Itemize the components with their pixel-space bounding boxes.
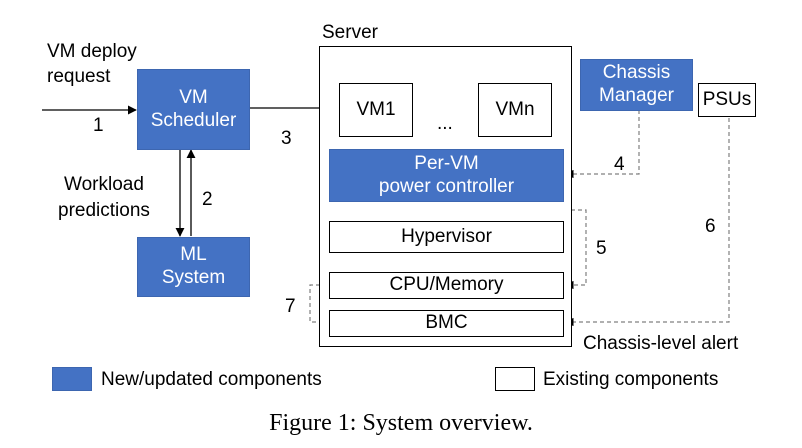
vmn-label: VMn xyxy=(495,98,535,120)
step-5-label: 5 xyxy=(596,238,607,259)
bmc-label: BMC xyxy=(425,312,468,334)
step-6-label: 6 xyxy=(705,216,716,237)
chassis-alert-label: Chassis-level alert xyxy=(583,333,739,354)
legend-new-swatch xyxy=(52,367,92,391)
cpu-memory-label: CPU/Memory xyxy=(389,274,504,296)
step-2-label: 2 xyxy=(202,189,213,210)
workload-label-line1: Workload xyxy=(64,174,144,195)
psus-label: PSUs xyxy=(702,88,752,110)
legend-existing-swatch xyxy=(495,367,535,391)
step-7-label: 7 xyxy=(285,296,296,317)
arrow-psus-to-bmc xyxy=(565,118,730,327)
server-title: Server xyxy=(322,22,378,43)
legend-existing-label: Existing components xyxy=(543,369,719,390)
vm-scheduler-line1: VM xyxy=(179,86,208,108)
ml-system-line2: System xyxy=(161,267,226,288)
cpu-memory-box: CPU/Memory xyxy=(329,272,564,299)
arrow-chassis-to-controller xyxy=(565,110,640,179)
vm1-box: VM1 xyxy=(339,83,413,137)
hypervisor-box: Hypervisor xyxy=(329,221,564,253)
vm-deploy-label-line1: VM deploy xyxy=(47,41,137,62)
step-1-label: 1 xyxy=(93,115,104,136)
power-controller-line1: Per-VM xyxy=(414,152,479,174)
arrow-controller-to-cpu xyxy=(445,202,587,290)
vm-scheduler-box: VM Scheduler xyxy=(137,69,250,150)
step-4-label: 4 xyxy=(614,154,625,175)
vmn-box: VMn xyxy=(478,83,552,137)
bmc-box: BMC xyxy=(329,310,564,337)
vm1-label: VM1 xyxy=(356,98,396,120)
chassis-manager-line2: Manager xyxy=(599,85,674,106)
power-controller-line2: power controller xyxy=(378,175,515,197)
vm-scheduler-line2: Scheduler xyxy=(150,109,237,131)
figure-caption: Figure 1: System overview. xyxy=(269,410,533,436)
vm-ellipsis: ... xyxy=(437,113,453,134)
workload-label-line2: predictions xyxy=(58,200,150,221)
vm-deploy-label-line2: request xyxy=(47,66,111,87)
power-controller-box: Per-VM power controller xyxy=(329,149,564,202)
ml-system-box: ML System xyxy=(137,237,250,297)
chassis-manager-box: Chassis Manager xyxy=(580,59,693,111)
chassis-manager-line1: Chassis xyxy=(602,62,671,84)
ml-system-line1: ML xyxy=(180,244,207,266)
psus-box: PSUs xyxy=(698,83,756,117)
step-3-label: 3 xyxy=(281,128,292,149)
hypervisor-label: Hypervisor xyxy=(401,225,492,247)
legend-new-label: New/updated components xyxy=(101,369,322,390)
